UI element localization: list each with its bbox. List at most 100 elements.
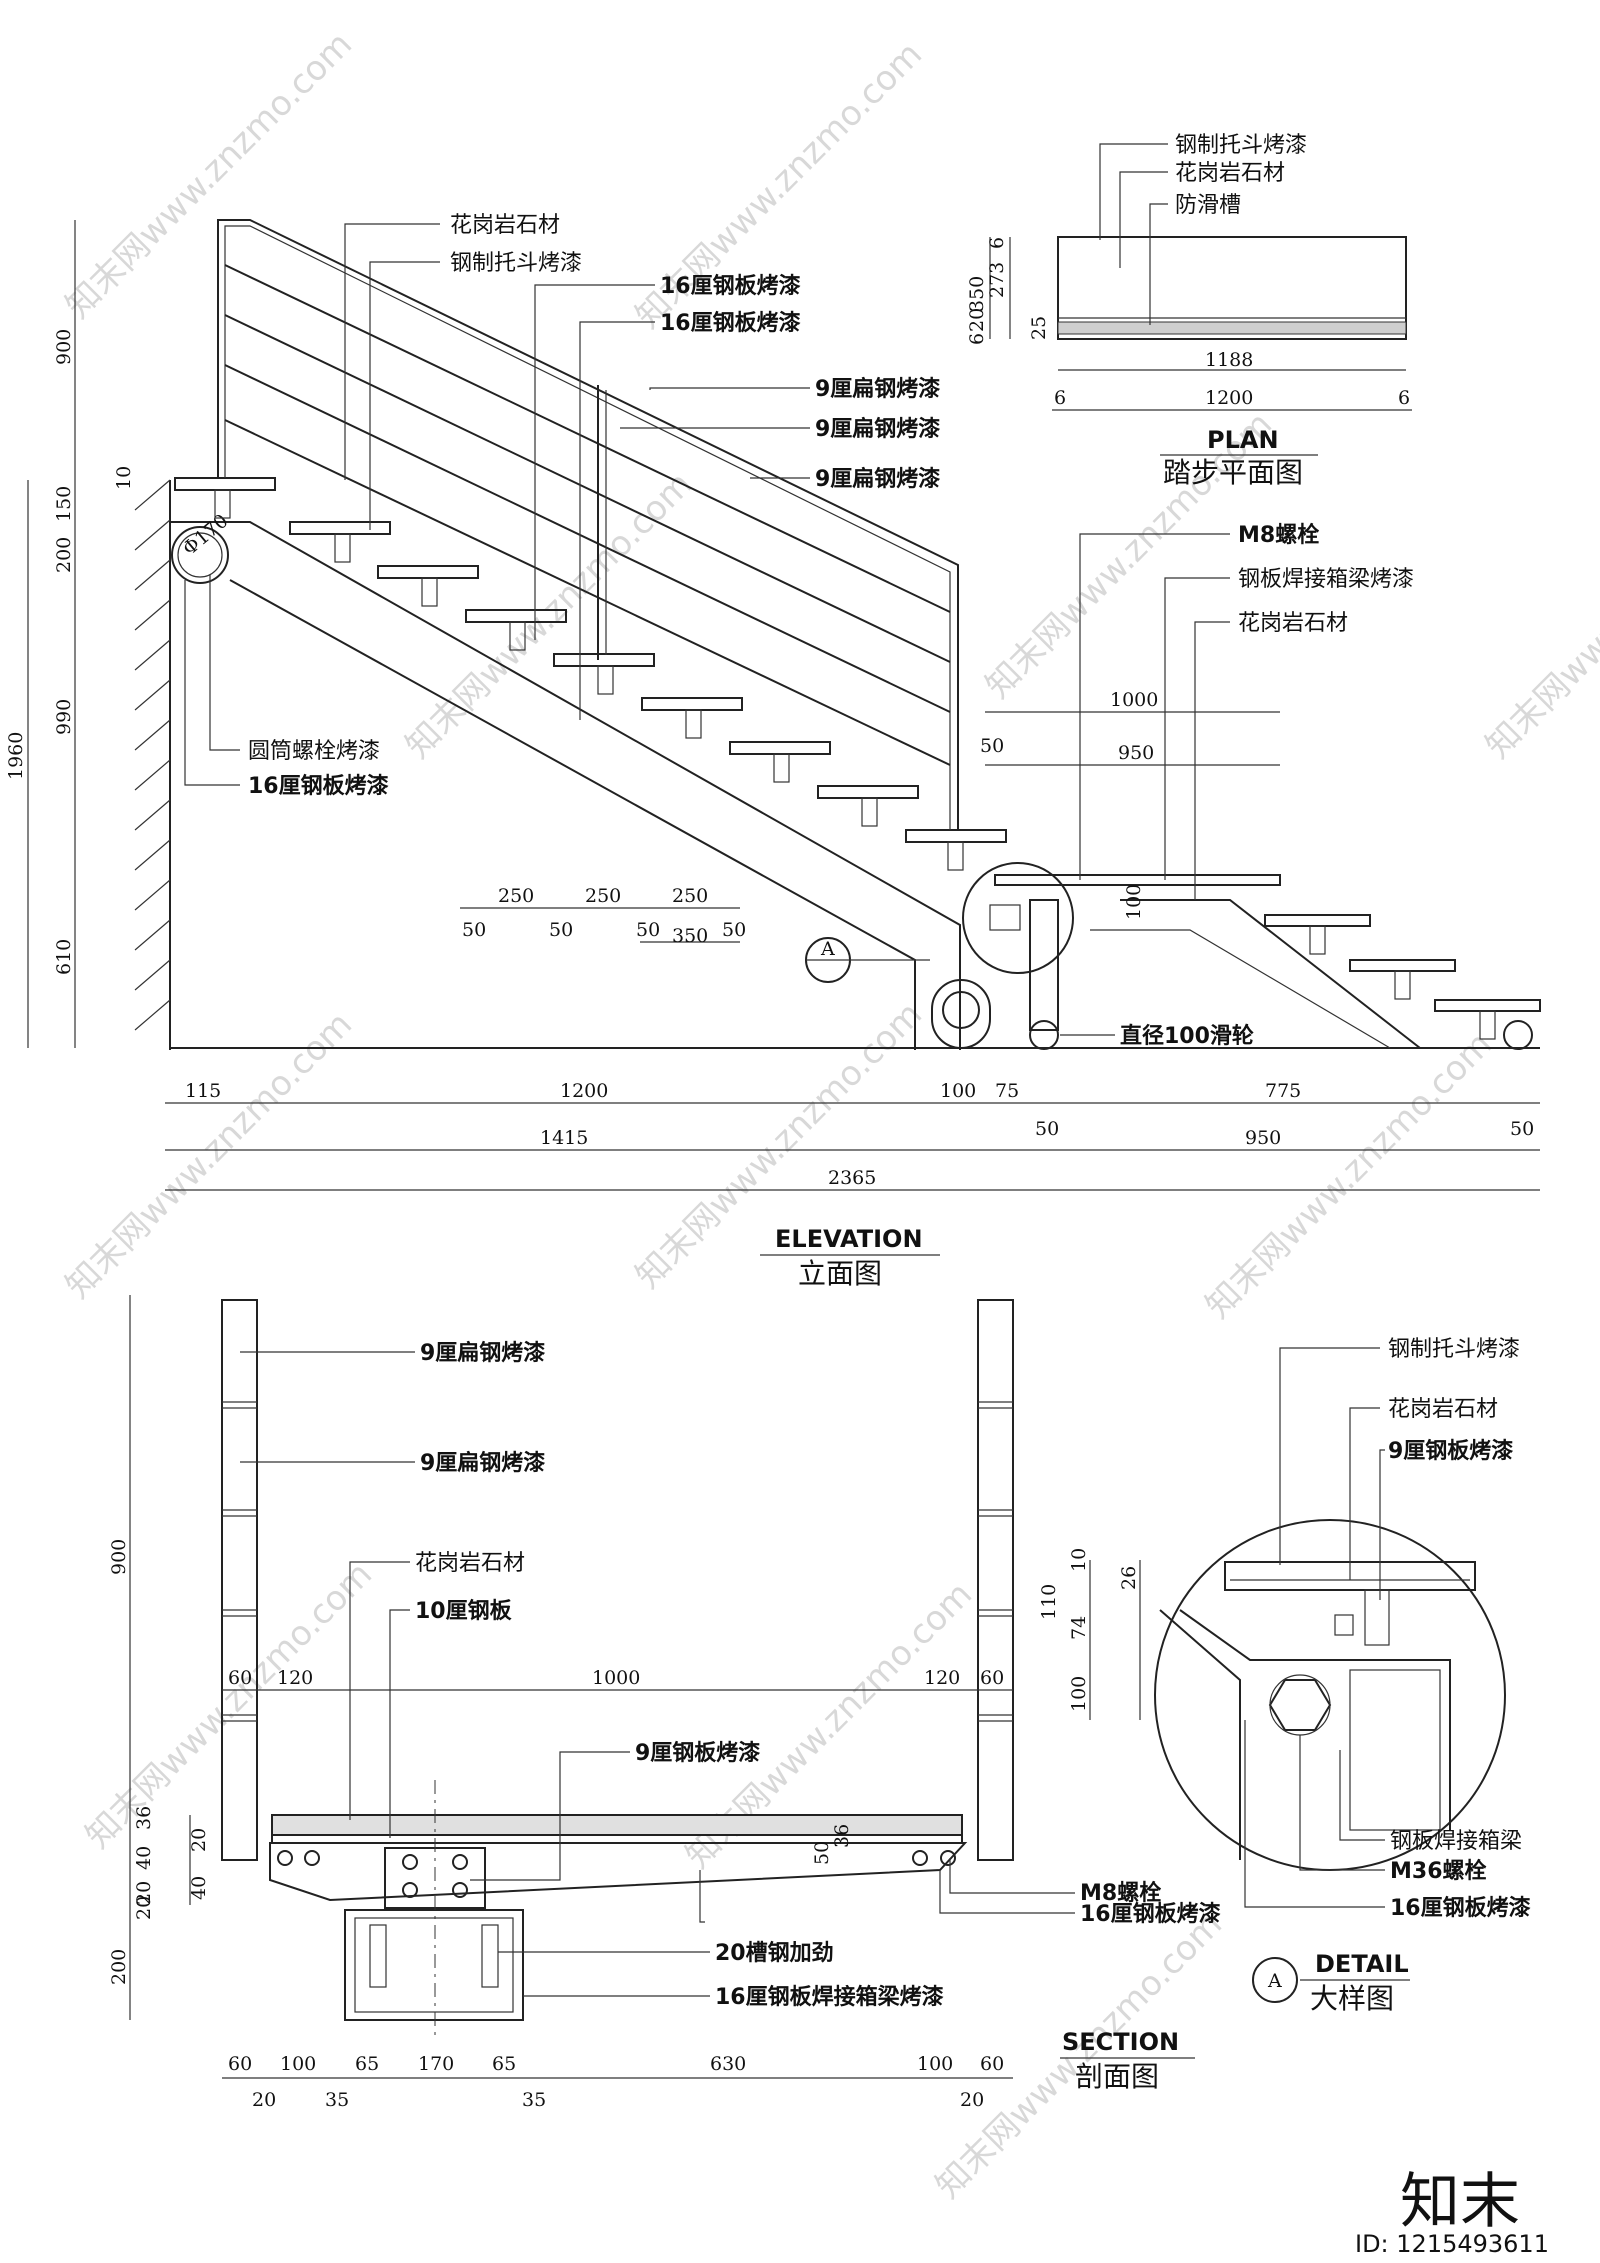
section-view: 9厘扁钢烤漆 9厘扁钢烤漆 花岗岩石材 10厘钢板 9厘钢板烤漆 M8螺栓 16… [108,1295,1221,2111]
sec-bdim: 65 [355,2053,379,2075]
box-beam [344,1909,524,2021]
plan-dim: 6 [1398,387,1410,409]
bolt-pipe [171,526,229,584]
det-dim: 74 [1068,1616,1090,1640]
steel-plate [271,1834,963,1844]
elev-label-m8: M8螺栓 [1238,523,1319,548]
sec-top-dim: 1000 [592,1667,640,1689]
lower-treads [1264,914,1541,1040]
elev-label-flatbar: 9厘扁钢烤漆 [815,466,940,492]
landing-dim: 1000 [1110,689,1158,711]
plan-dim-total: 1200 [1205,387,1253,409]
plan-dim: 6 [966,333,988,345]
elev-bdim: 100 [940,1080,976,1102]
brand-logo: 知末 [1400,2167,1520,2237]
elev-bdim: 950 [1245,1127,1281,1149]
landing-tread [994,874,1281,886]
det-title-en: DETAIL [1315,1950,1409,1978]
tread-dim: 50 [636,919,660,941]
elev-vdim: 150 [53,486,75,522]
plan-view: 钢制托斗烤漆 花岗岩石材 防滑槽 6 273 350 6 20 25 1188 … [966,133,1412,489]
tread-dim: 250 [585,885,621,907]
stringer-top [170,521,961,1050]
elev-bdim-total: 2365 [828,1167,876,1189]
elev-label-granite: 花岗岩石材 [450,213,560,238]
sec-label-boxbeam: 16厘钢板焊接箱梁烤漆 [715,1984,944,2010]
wall-hatch [134,479,171,1031]
tread-dim: 50 [462,919,486,941]
elev-bdim: 75 [995,1080,1019,1102]
plan-title-cn: 踏步平面图 [1163,456,1303,489]
elev-vdim: 900 [53,329,75,365]
plan-label-groove: 防滑槽 [1175,193,1241,218]
sec-bdim: 60 [228,2053,252,2075]
elev-title-cn: 立面图 [798,1257,882,1290]
sec-inner-dim: 50 [811,1841,833,1865]
tread-dim: 50 [722,919,746,941]
plan-dim-width: 1188 [1205,349,1253,371]
sec-label-plate10: 10厘钢板 [415,1598,513,1624]
plan-dim: 350 [966,276,988,312]
det-dim: 110 [1038,1584,1060,1620]
sec-side-dim: 20 [133,1896,155,1920]
sec-label-m8: M8螺栓 [1080,1881,1161,1906]
elev-bdim: 115 [185,1080,221,1102]
detail-title-circle [1252,1957,1298,2003]
sec-bdim: 65 [492,2053,516,2075]
det-title-cn: 大样图 [1310,1982,1394,2015]
sec-bdim: 630 [710,2053,746,2075]
elev-bdim: 50 [1035,1118,1059,1140]
elev-title-en: ELEVATION [775,1225,923,1253]
sec-bdim: 60 [980,2053,1004,2075]
det-label-boxbeam: 钢板焊接箱梁 [1390,1829,1522,1854]
elev-label-steel16b: 16厘钢板烤漆 [660,310,801,336]
sec-bdim: 100 [280,2053,316,2075]
detail-view: 钢制托斗烤漆 花岗岩石材 9厘钢板烤漆 钢板焊接箱梁 M36螺栓 16厘钢板烤漆… [1038,1337,1531,2015]
sec-label-flatbar: 9厘扁钢烤漆 [420,1340,545,1366]
det-label-granite: 花岗岩石材 [1388,1397,1498,1422]
watermark-text: 知末网www.znzmo.com [1478,464,1600,766]
det-dim: 100 [1068,1676,1090,1712]
sec-bdim: 20 [960,2089,984,2111]
sec-top-dim: 60 [228,1667,252,1689]
elev-bdim: 1200 [560,1080,608,1102]
det-label-m36: M36螺栓 [1390,1859,1487,1884]
anti-slip-groove [1057,321,1407,335]
plan-label-tray: 钢制托斗烤漆 [1175,133,1307,158]
elev-label-steel16: 16厘钢板烤漆 [660,273,801,299]
detail-ref-letter: A [820,938,835,960]
elev-vdim: 200 [53,537,75,573]
sec-bdim: 20 [252,2089,276,2111]
elev-label-flatbar: 9厘扁钢烤漆 [815,416,940,442]
pulley-post [931,979,991,1049]
det-label-steel16: 16厘钢板烤漆 [1390,1895,1531,1921]
det-dim: 10 [1068,1548,1090,1572]
sec-label-flatbar: 9厘扁钢烤漆 [420,1450,545,1476]
plan-dim: 25 [1028,316,1050,340]
sec-bdim: 170 [418,2053,454,2075]
detail-circle [1154,1519,1506,1871]
tread-dim: 350 [672,925,708,947]
sec-side-dim: 900 [108,1539,130,1575]
elev-label-pipe-bolt: 圆筒螺栓烤漆 [248,739,380,764]
pipe-dim: Φ170 [179,510,233,560]
pulley-100 [1029,1020,1059,1050]
sec-side-dim: 20 [133,1881,155,1905]
elev-label-pulley: 直径100滑轮 [1120,1023,1254,1049]
plan-dim: 20 [966,308,988,332]
elev-label-flatbar: 9厘扁钢烤漆 [815,376,940,402]
lower-stringer-top [1120,899,1540,1049]
upper-treads [174,477,1007,871]
elev-label-tray: 钢制托斗烤漆 [450,251,582,276]
elevation-view: Φ170 [5,213,1541,1290]
sec-side-dim: 40 [133,1846,155,1870]
elev-label-steel16c: 16厘钢板烤漆 [248,773,389,799]
tread-dim: 250 [672,885,708,907]
watermark-text: 知末网www.znzmo.com [1198,1024,1500,1326]
sec-label-plate9: 9厘钢板烤漆 [635,1740,760,1766]
tread-dim: 250 [498,885,534,907]
watermark-text: 知末网www.znzmo.com [398,464,700,766]
landing-dim: 50 [980,735,1004,757]
sec-label-channel: 20槽钢加劲 [715,1940,834,1966]
